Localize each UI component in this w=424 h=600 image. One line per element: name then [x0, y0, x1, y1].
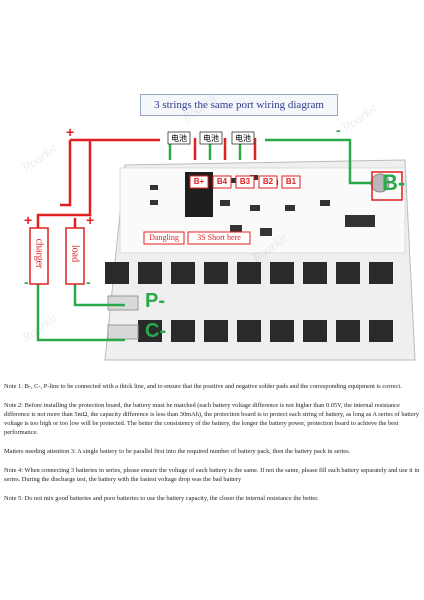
wiring-diagram: 3 strings the same port wiring diagram: [19, 90, 416, 361]
load-minus: -: [86, 274, 91, 290]
cell-2-label: 电池: [203, 134, 219, 143]
note-4: Note 4: When connecting 3 batteries in s…: [4, 467, 420, 483]
balance-pin-b1: B1: [285, 177, 297, 186]
balance-pin-b4: B4: [216, 177, 228, 186]
top-minus: -: [336, 122, 341, 138]
dangling-label: Dangling: [149, 233, 179, 242]
charger-plus: +: [24, 212, 33, 228]
c-minus-label: C-: [145, 320, 167, 342]
charger-label: charger: [33, 238, 45, 269]
cell-3-label: 电池: [235, 134, 251, 143]
load-plus: +: [86, 212, 95, 228]
balance-pin-b3: B3: [239, 177, 251, 186]
c-pad: [107, 324, 139, 340]
diagram-canvas: [29, 131, 416, 361]
balance-pin-b-plus: B+: [193, 177, 205, 186]
green-wires: [36, 138, 372, 342]
cell-symbols: [167, 131, 255, 145]
b-minus-label: B-: [382, 170, 406, 195]
charger-minus: -: [24, 274, 29, 290]
note-1: Note 1: B-, C-, P-line to be connected w…: [4, 383, 402, 390]
b-minus-pad: [371, 171, 403, 201]
note-5: Note 5: Do not mix good batteries and po…: [4, 495, 319, 502]
load-box: [65, 227, 85, 285]
p-pad: [107, 295, 139, 311]
short-box: [187, 231, 251, 245]
diagram-title: 3 strings the same port wiring diagram: [140, 94, 338, 116]
note-2: Note 2: Before installing the protection…: [4, 402, 420, 436]
note-3: Matters needing attention 3: A single ba…: [4, 448, 351, 455]
balance-pin-boxes: [189, 175, 301, 189]
load-label: load: [69, 244, 81, 263]
cell-1-label: 电池: [171, 134, 187, 143]
dangling-box: [143, 231, 185, 245]
p-minus-label: P-: [145, 290, 165, 312]
top-plus: +: [66, 124, 75, 140]
charger-box: [29, 227, 49, 285]
balance-pin-b2: B2: [262, 177, 274, 186]
short-here-label: 3S Short here: [197, 233, 241, 242]
mosfet-array: [105, 262, 393, 342]
notes-section: Note 1: B-, C-, P-line to be connected w…: [4, 382, 420, 513]
red-wires: [36, 138, 257, 230]
